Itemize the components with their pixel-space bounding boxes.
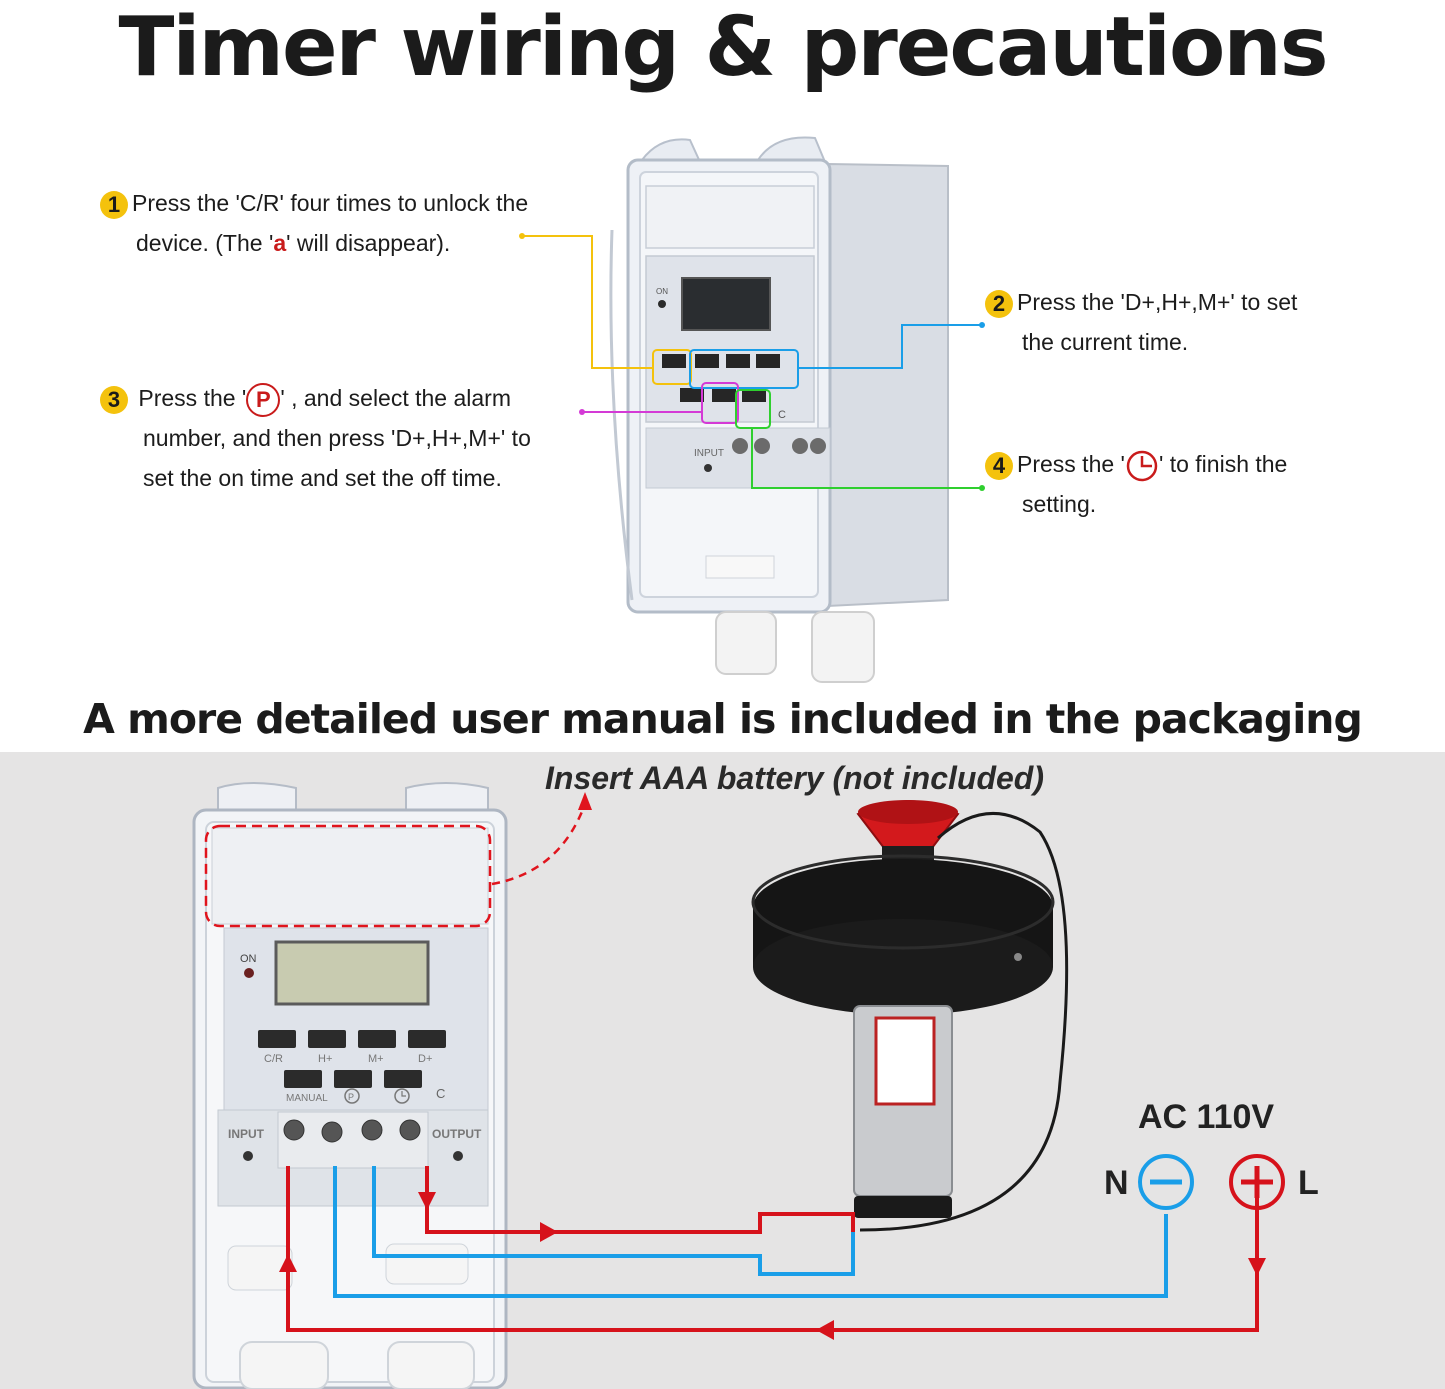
hinge-left: [640, 138, 702, 164]
power-label: AC 110V: [1138, 1098, 1275, 1136]
svg-text:ON: ON: [240, 953, 257, 965]
wire-live: [286, 1166, 1259, 1332]
svg-text:H+: H+: [318, 1053, 332, 1065]
minus-circle-icon: [1138, 1154, 1194, 1210]
step-3: 3 Press the 'P' , and select the alarm n…: [100, 378, 600, 498]
cable-gland-left: [715, 611, 777, 675]
step-1-line1: Press the 'C/R' four times to unlock the: [132, 190, 529, 216]
step-3-badge: 3: [100, 385, 128, 414]
callout-line-1: [522, 235, 653, 369]
svg-text:ON: ON: [656, 287, 668, 296]
svg-text:M+: M+: [368, 1053, 384, 1065]
svg-text:INPUT: INPUT: [228, 1127, 265, 1141]
callout-box-p: [701, 382, 739, 424]
hinge-right: [756, 136, 827, 164]
battery-note: Insert AAA battery (not included): [545, 760, 1044, 796]
unlock-symbol-icon: a: [273, 230, 287, 256]
wire-neutral-output: [372, 1166, 855, 1276]
battery-compartment-outline: [204, 824, 492, 928]
svg-text:P: P: [348, 1092, 354, 1102]
cable-gland-right: [811, 611, 875, 683]
neutral-label: N: [1104, 1164, 1129, 1202]
wire-neutral: [333, 1166, 1168, 1298]
lcd-display: [681, 277, 771, 331]
wire-output: [425, 1166, 855, 1234]
p-circle-icon: P: [246, 382, 281, 417]
plus-circle-icon: [1229, 1154, 1285, 1210]
manual-note: A more detailed user manual is included …: [83, 695, 1363, 743]
callout-line-2: [798, 324, 982, 369]
svg-text:MANUAL: MANUAL: [286, 1093, 328, 1104]
lcd-display: [274, 940, 430, 1006]
svg-text:D+: D+: [418, 1053, 432, 1065]
live-label: L: [1298, 1164, 1319, 1202]
power-led: [244, 968, 254, 978]
svg-text:C: C: [778, 409, 786, 421]
power-led: [658, 300, 666, 308]
svg-text:C: C: [436, 1086, 445, 1101]
svg-text:OUTPUT: OUTPUT: [432, 1127, 482, 1141]
pump-device: [751, 800, 1055, 1218]
svg-text:INPUT: INPUT: [694, 448, 724, 459]
clock-icon: [1126, 450, 1158, 482]
step-1-badge: 1: [100, 190, 128, 219]
step-4-badge: 4: [985, 451, 1013, 480]
enclosure-side: [827, 162, 949, 608]
callout-line-4: [751, 428, 982, 489]
wiring-diagram: ON C/R H+ M+ D+ MANUAL P C INPUT OUTPUT: [192, 782, 1285, 1389]
svg-text:C/R: C/R: [264, 1053, 283, 1065]
top-timer-illustration: ON C INPUT: [519, 136, 985, 683]
step-2-badge: 2: [985, 289, 1013, 318]
page-title: Timer wiring & precautions: [118, 0, 1328, 95]
